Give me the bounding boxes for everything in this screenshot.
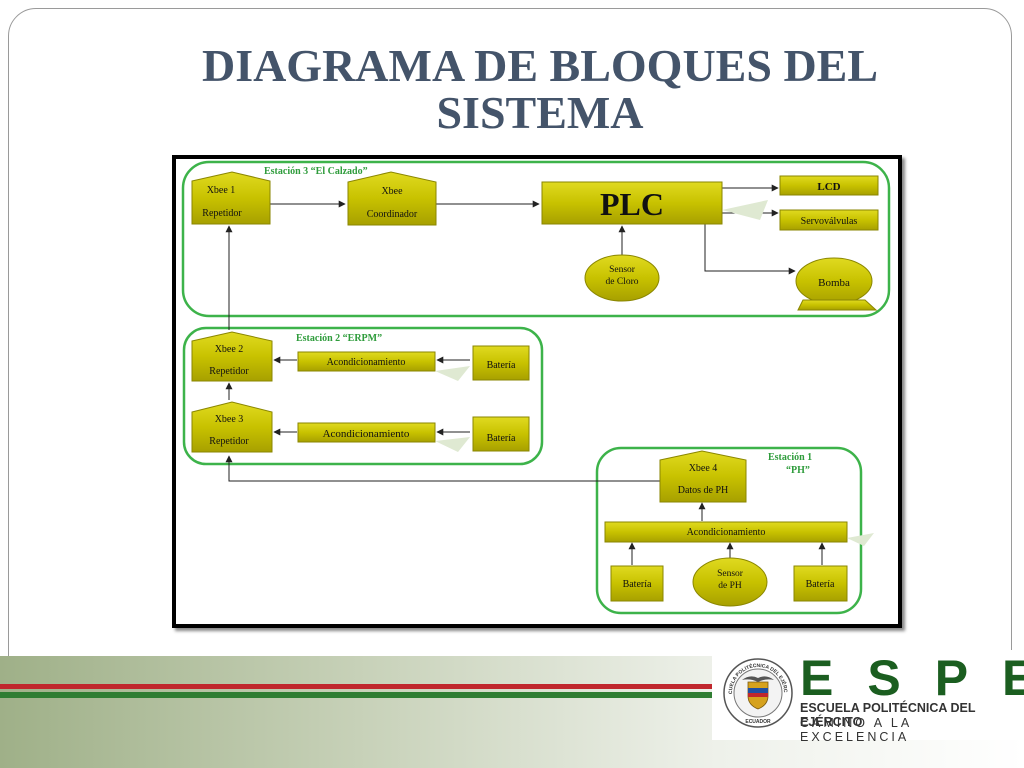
acondicionamiento-st2-top-block: Acondicionamiento: [297, 351, 436, 372]
sensor-ph-line1: Sensor: [717, 569, 744, 579]
bomba-block: Bomba: [795, 257, 878, 311]
bateria-st2-top-block: Batería: [472, 345, 530, 381]
sensor-cloro-line1: Sensor: [609, 265, 636, 275]
xbee-4-line1: Xbee 4: [689, 463, 718, 474]
page-title: DIAGRAMA DE BLOQUES DEL SISTEMA: [140, 42, 940, 136]
plc-label: PLC: [600, 186, 664, 222]
sensor-ph-block: Sensor de PH: [692, 557, 768, 607]
station-1-border: [595, 446, 863, 615]
xbee-coordinator-line1: Xbee: [381, 186, 403, 197]
block-diagram: [172, 155, 902, 628]
institution-motto: CAMINO A LA EXCELENCIA: [800, 716, 912, 744]
bateria-st2-top-label: Batería: [487, 360, 516, 371]
sensor-cloro-block: Sensor de Cloro: [584, 254, 660, 302]
xbee-1-line2: Repetidor: [202, 208, 242, 219]
acondicionamiento-st2-bottom-label: Acondicionamiento: [323, 428, 410, 440]
bateria-st2-bottom-label: Batería: [487, 433, 516, 444]
xbee-3-line2: Repetidor: [209, 436, 249, 447]
xbee-4-block: Xbee 4 Datos de PH: [659, 450, 747, 503]
plc-block: PLC: [541, 181, 723, 225]
sensor-ph-line2: de PH: [718, 581, 742, 591]
sensor-cloro-line2: de Cloro: [606, 277, 639, 287]
acond-st2-top-highlight: [435, 366, 470, 381]
institution-name: ESCUELA POLITÉCNICA DEL EJÉRCITO: [800, 701, 976, 729]
acond-st2-bottom-highlight: [435, 437, 470, 452]
acondicionamiento-st1-label: Acondicionamiento: [687, 527, 766, 538]
footer-stripe-red: [0, 684, 712, 689]
servovalvulas-block: Servoválvulas: [779, 209, 879, 231]
xbee-2-line1: Xbee 2: [215, 344, 244, 355]
acondicionamiento-st2-top-label: Acondicionamiento: [327, 357, 406, 368]
acond-st1-highlight: [847, 533, 874, 546]
bateria-st1-right-block: Batería: [793, 565, 848, 602]
station-1-label-line1: Estación 1: [768, 452, 812, 463]
station-2-label: Estación 2 “ERPM”: [296, 333, 382, 344]
xbee-3-block: Xbee 3 Repetidor: [191, 401, 273, 453]
lcd-block: LCD: [779, 175, 879, 196]
xbee-1-block: Xbee 1 Repetidor: [191, 171, 271, 225]
xbee-1-line1: Xbee 1: [207, 185, 236, 196]
xbee-3-line1: Xbee 3: [215, 414, 244, 425]
xbee-coordinator-line2: Coordinador: [367, 209, 418, 220]
title-line-1: DIAGRAMA DE BLOQUES DEL: [201, 40, 879, 91]
xbee-4-line2: Datos de PH: [678, 485, 729, 496]
xbee-coordinator-block: Xbee Coordinador: [347, 171, 437, 226]
bateria-st1-left-block: Batería: [610, 565, 664, 602]
bateria-st2-bottom-block: Batería: [472, 416, 530, 452]
seal-bottom-text: ECUADOR: [745, 719, 771, 725]
bateria-st1-right-label: Batería: [806, 579, 835, 590]
footer-stripe-green: [0, 692, 712, 698]
station-3-border: [181, 160, 891, 318]
acondicionamiento-st2-bottom-block: Acondicionamiento: [297, 422, 436, 443]
station-2-border: [182, 326, 544, 466]
xbee-2-line2: Repetidor: [209, 366, 249, 377]
lcd-label: LCD: [817, 181, 840, 193]
xbee-2-block: Xbee 2 Repetidor: [191, 331, 273, 382]
bateria-st1-left-label: Batería: [623, 579, 652, 590]
station-1-label-line2: “PH”: [786, 465, 810, 476]
servovalvulas-label: Servoválvulas: [801, 216, 858, 227]
title-line-2: SISTEMA: [436, 87, 644, 138]
bomba-label: Bomba: [818, 277, 850, 289]
acondicionamiento-st1-block: Acondicionamiento: [604, 521, 848, 543]
station-3-label: Estación 3 “El Calzado”: [264, 166, 368, 177]
plc-highlight-shape: [722, 200, 768, 220]
espe-seal-logo: ESCUELA POLITÉCNICA DEL EJÉRCITO ECUADOR: [722, 656, 793, 728]
